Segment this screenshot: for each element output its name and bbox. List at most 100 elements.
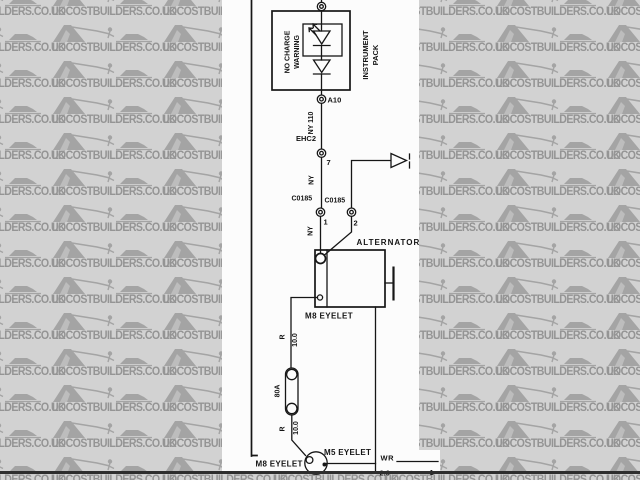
excavator-icon xyxy=(608,61,640,78)
excavator-icon xyxy=(497,349,596,367)
excavator-icon xyxy=(53,385,152,403)
watermark-text: LOCOSTBUILDERS.CO.UK xyxy=(52,474,177,480)
excavator-icon xyxy=(53,205,152,223)
watermark-tile: LOCOSTBUILDERS.CO.UK xyxy=(607,165,640,201)
excavator-icon xyxy=(53,61,152,79)
excavator-icon xyxy=(53,133,152,151)
m8-eyelet-label: M8 EYELET xyxy=(256,460,303,469)
watermark-tile: LOCOSTBUILDERS.CO.UK xyxy=(52,345,177,381)
watermark-tile: LOCOSTBUILDERS.CO.UK xyxy=(0,345,66,381)
connector-c0185-pin2-icon xyxy=(346,207,357,218)
watermark-text: LOCOSTBUILDERS.CO.UK xyxy=(607,366,640,378)
watermark-tile: LOCOSTBUILDERS.CO.UK xyxy=(52,21,177,57)
watermark-tile: LOCOSTBUILDERS.CO.UK xyxy=(0,417,66,453)
watermark-text: LOCOSTBUILDERS.CO.UK xyxy=(0,6,66,18)
watermark-text: LOCOSTBUILDERS.CO.UK xyxy=(607,294,640,306)
led-icon xyxy=(308,23,332,47)
watermark-text: LOCOSTBUILDERS.CO.UK xyxy=(607,222,640,234)
excavator-icon xyxy=(497,0,596,7)
watermark-tile: LOCOSTBUILDERS.CO.UK xyxy=(496,93,621,129)
watermark-tile: LOCOSTBUILDERS.CO.UK xyxy=(607,0,640,21)
excavator-icon xyxy=(53,97,152,115)
excavator-icon xyxy=(497,277,596,295)
alternator-stud-label: M8 EYELET xyxy=(305,312,353,321)
excavator-icon xyxy=(53,169,152,187)
watermark-tile: LOCOSTBUILDERS.CO.UK xyxy=(52,201,177,237)
connector-ehc2-pin7-icon xyxy=(316,148,327,159)
excavator-icon xyxy=(608,133,640,150)
excavator-icon xyxy=(497,241,596,259)
excavator-icon xyxy=(608,241,640,258)
wire-label-ny-low: NY xyxy=(308,226,315,236)
watermark-text: LOCOSTBUILDERS.CO.UK xyxy=(496,114,621,126)
watermark-tile: LOCOSTBUILDERS.CO.UK xyxy=(0,381,66,417)
warning-label-line2: WARNING xyxy=(294,35,301,69)
watermark-tile: LOCOSTBUILDERS.CO.UK xyxy=(496,309,621,345)
watermark-tile: LOCOSTBUILDERS.CO.UK xyxy=(607,93,640,129)
excavator-icon xyxy=(608,205,640,222)
label-c0185-left: C0185 xyxy=(292,196,313,203)
watermark-text: LOCOSTBUILDERS.CO.UK xyxy=(0,438,66,450)
excavator-icon xyxy=(608,421,640,438)
wire-segment xyxy=(323,215,353,256)
watermark-text: LOCOSTBUILDERS.CO.UK xyxy=(52,294,177,306)
watermark-text: LOCOSTBUILDERS.CO.UK xyxy=(496,78,621,90)
excavator-icon xyxy=(608,97,640,114)
watermark-tile: LOCOSTBUILDERS.CO.UK xyxy=(607,201,640,237)
excavator-icon xyxy=(497,205,596,223)
excavator-icon xyxy=(53,25,152,43)
excavator-icon xyxy=(0,0,41,7)
watermark-text: LOCOSTBUILDERS.CO.UK xyxy=(52,6,177,18)
excavator-icon xyxy=(0,243,41,259)
watermark-text: LOCOSTBUILDERS.CO.UK xyxy=(496,186,621,198)
watermark-tile: LOCOSTBUILDERS.CO.UK xyxy=(52,273,177,309)
watermark-tile: LOCOSTBUILDERS.CO.UK xyxy=(52,309,177,345)
watermark-tile: LOCOSTBUILDERS.CO.UK xyxy=(496,21,621,57)
off-page-arrow-icon xyxy=(390,152,409,169)
watermark-tile: LOCOSTBUILDERS.CO.UK xyxy=(607,309,640,345)
watermark-tile: LOCOSTBUILDERS.CO.UK xyxy=(0,93,66,129)
excavator-icon xyxy=(53,277,152,295)
connector-a10-icon xyxy=(316,94,327,105)
excavator-icon xyxy=(497,61,596,79)
wire-segment xyxy=(291,414,307,457)
watermark-text: LOCOSTBUILDERS.CO.UK xyxy=(0,474,66,480)
fuse-80a-symbol xyxy=(284,367,299,416)
watermark-tile: LOCOSTBUILDERS.CO.UK xyxy=(496,417,621,453)
excavator-icon xyxy=(0,27,41,43)
watermark-text: LOCOSTBUILDERS.CO.UK xyxy=(0,294,66,306)
watermark-text: LOCOSTBUILDERS.CO.UK xyxy=(607,330,640,342)
excavator-icon xyxy=(0,99,41,115)
excavator-icon xyxy=(53,313,152,331)
watermark-tile: LOCOSTBUILDERS.CO.UK xyxy=(607,57,640,93)
watermark-text: LOCOSTBUILDERS.CO.UK xyxy=(385,474,510,480)
watermark-tile: LOCOSTBUILDERS.CO.UK xyxy=(496,273,621,309)
watermark-tile: LOCOSTBUILDERS.CO.UK xyxy=(0,21,66,57)
watermark-tile: LOCOSTBUILDERS.CO.UK xyxy=(607,237,640,273)
watermark-tile: LOCOSTBUILDERS.CO.UK xyxy=(607,345,640,381)
excavator-icon xyxy=(53,241,152,259)
watermark-text: LOCOSTBUILDERS.CO.UK xyxy=(496,438,621,450)
watermark-text: LOCOSTBUILDERS.CO.UK xyxy=(607,150,640,162)
watermark-tile: LOCOSTBUILDERS.CO.UK xyxy=(496,453,621,480)
wire-segment xyxy=(290,296,319,370)
watermark-tile: LOCOSTBUILDERS.CO.UK xyxy=(496,0,621,21)
watermark-tile: LOCOSTBUILDERS.CO.UK xyxy=(496,201,621,237)
excavator-icon xyxy=(608,169,640,186)
watermark-text: LOCOSTBUILDERS.CO.UK xyxy=(0,42,66,54)
excavator-icon xyxy=(0,207,41,223)
warning-lamp-box xyxy=(271,10,351,91)
watermark-text: LOCOSTBUILDERS.CO.UK xyxy=(496,6,621,18)
watermark-text: LOCOSTBUILDERS.CO.UK xyxy=(0,402,66,414)
excavator-icon xyxy=(53,349,152,367)
watermark-text: LOCOSTBUILDERS.CO.UK xyxy=(163,474,288,480)
watermark-tile: LOCOSTBUILDERS.CO.UK xyxy=(52,129,177,165)
watermark-text: LOCOSTBUILDERS.CO.UK xyxy=(496,330,621,342)
watermark-text: LOCOSTBUILDERS.CO.UK xyxy=(52,330,177,342)
label-ehc2: EHC2 xyxy=(296,134,316,143)
watermark-text: LOCOSTBUILDERS.CO.UK xyxy=(52,258,177,270)
wire-label-ny-mid: NY xyxy=(309,175,316,185)
watermark-tile: LOCOSTBUILDERS.CO.UK xyxy=(496,57,621,93)
alternator-box xyxy=(314,249,395,308)
